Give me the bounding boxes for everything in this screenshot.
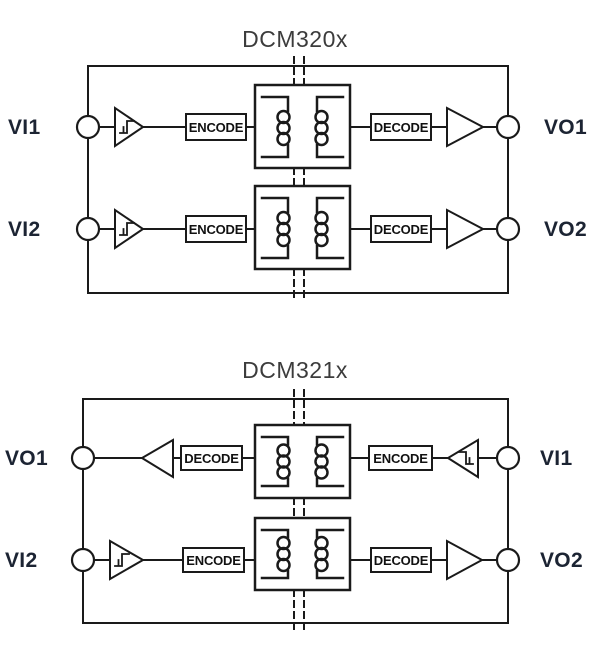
buffer-icon: [446, 208, 486, 250]
decode-block: DECODE: [370, 547, 432, 573]
package-outline: [82, 398, 509, 624]
decode-block: DECODE: [370, 215, 432, 243]
buffer-icon: [446, 106, 486, 148]
schmitt-trigger-icon: [446, 438, 479, 479]
pin-terminal-vi2: [70, 547, 96, 573]
pin-terminal-vi2: [75, 216, 101, 242]
diagram-title-dcm320x: DCM320x: [242, 26, 348, 52]
pin-terminal-vo1: [70, 445, 96, 471]
pin-label-vo2: VO2: [544, 218, 587, 241]
schmitt-trigger-icon: [109, 539, 146, 581]
pin-terminal-vi1: [75, 114, 101, 140]
schmitt-trigger-icon: [114, 208, 145, 250]
encode-block: ENCODE: [185, 215, 247, 243]
pin-label-vi2: VI2: [5, 549, 38, 572]
buffer-icon: [446, 539, 485, 581]
package-outline: [87, 65, 509, 294]
diagram-title-dcm321x: DCM321x: [242, 357, 348, 383]
dcm321x-diagram: [70, 389, 521, 633]
decode-block: DECODE: [370, 113, 432, 141]
pin-label-vi1: VI1: [540, 447, 573, 470]
pin-label-vi2: VI2: [8, 218, 41, 241]
transformer-icon: [253, 83, 352, 170]
schmitt-trigger-icon: [114, 106, 145, 148]
encode-block: ENCODE: [182, 547, 245, 573]
pin-label-vo1: VO1: [5, 447, 48, 470]
isolation-barrier-dashes: [293, 56, 305, 302]
pin-terminal-vo1: [495, 114, 521, 140]
isolation-barrier-dashes: [293, 389, 305, 633]
pin-terminal-vo2: [495, 216, 521, 242]
dcm320x-diagram: [75, 56, 521, 302]
pin-label-vo2: VO2: [540, 549, 583, 572]
pin-label-vo1: VO1: [544, 116, 587, 139]
buffer-icon: [140, 438, 174, 479]
encode-block: ENCODE: [368, 445, 433, 471]
transformer-icon: [253, 423, 352, 500]
pin-terminal-vi1: [495, 445, 521, 471]
encode-block: ENCODE: [185, 113, 247, 141]
pin-terminal-vo2: [495, 547, 521, 573]
decode-block: DECODE: [180, 445, 243, 471]
pin-label-vi1: VI1: [8, 116, 41, 139]
transformer-icon: [253, 516, 352, 592]
transformer-icon: [253, 184, 352, 271]
